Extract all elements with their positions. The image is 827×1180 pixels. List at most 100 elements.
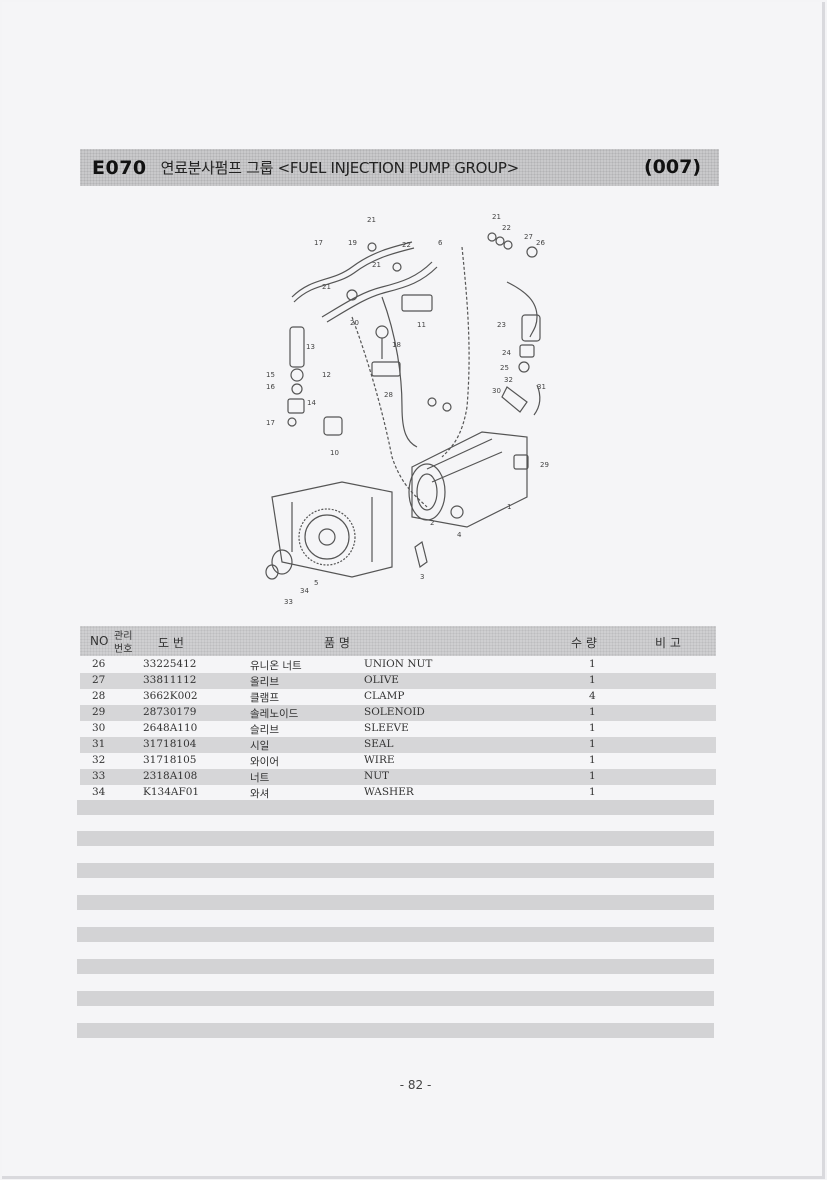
svg-text:29: 29 <box>540 461 549 469</box>
svg-text:11: 11 <box>417 321 426 329</box>
row-no: 32 <box>92 754 106 766</box>
row-korean-name: 올리브 <box>250 676 279 688</box>
svg-text:21: 21 <box>372 261 381 269</box>
row-qty: 1 <box>589 738 596 750</box>
empty-row-stripe <box>77 863 714 878</box>
col-mgmt-line2: 번호 <box>114 644 133 655</box>
table-row: 31 31718104 시일 SEAL 1 <box>80 737 716 753</box>
row-part-no: 33225412 <box>143 658 197 670</box>
empty-row-stripe <box>77 1023 714 1038</box>
row-korean-name: 유니온 너트 <box>250 660 302 672</box>
row-korean-name: 시일 <box>250 740 270 752</box>
row-part-no: 33811112 <box>143 674 197 686</box>
row-english-name: SEAL <box>364 738 394 750</box>
col-drawing-no: 도 번 <box>158 636 184 650</box>
row-part-no: 2318A108 <box>143 770 198 782</box>
row-korean-name: 너트 <box>250 772 270 784</box>
row-part-no: 31718104 <box>143 738 197 750</box>
table-row: 29 28730179 솔레노이드 SOLENOID 1 <box>80 705 716 721</box>
svg-text:32: 32 <box>504 376 513 384</box>
svg-text:15: 15 <box>266 371 275 379</box>
section-code: E070 <box>92 156 147 179</box>
svg-text:4: 4 <box>457 531 462 539</box>
row-english-name: OLIVE <box>364 674 399 686</box>
svg-text:34: 34 <box>300 587 309 595</box>
page-number: - 82 - <box>399 1078 432 1092</box>
empty-row-stripe <box>77 959 714 974</box>
svg-text:27: 27 <box>524 233 533 241</box>
empty-row-stripe <box>77 800 714 815</box>
svg-text:18: 18 <box>392 341 401 349</box>
row-qty: 1 <box>589 658 596 670</box>
svg-text:23: 23 <box>497 321 506 329</box>
row-part-no: K134AF01 <box>143 786 200 798</box>
svg-text:26: 26 <box>536 239 545 247</box>
row-korean-name: 와셔 <box>250 788 270 800</box>
row-korean-name: 클램프 <box>250 692 279 704</box>
row-part-no: 31718105 <box>143 754 197 766</box>
row-part-no: 2648A110 <box>143 722 198 734</box>
svg-text:20: 20 <box>350 319 359 327</box>
row-no: 28 <box>92 690 106 702</box>
col-remarks: 비 고 <box>655 636 681 650</box>
row-qty: 4 <box>589 690 596 702</box>
row-part-no: 28730179 <box>143 706 197 718</box>
svg-text:30: 30 <box>492 387 501 395</box>
empty-row-stripe <box>77 927 714 942</box>
row-no: 34 <box>92 786 106 798</box>
row-no: 29 <box>92 706 106 718</box>
row-english-name: WASHER <box>364 786 414 798</box>
parts-table-header: NO 관리 번호 도 번 품 명 수 량 비 고 <box>80 626 716 656</box>
svg-text:17: 17 <box>266 419 275 427</box>
svg-text:21: 21 <box>322 283 331 291</box>
row-no: 30 <box>92 722 106 734</box>
table-row: 33 2318A108 너트 NUT 1 <box>80 769 716 785</box>
col-mgmt-line1: 관리 <box>114 631 133 642</box>
section-header: E070 연료분사펌프 그룹 <FUEL INJECTION PUMP GROU… <box>80 149 719 186</box>
row-english-name: UNION NUT <box>364 658 433 670</box>
svg-text:1: 1 <box>507 503 511 511</box>
svg-text:3: 3 <box>420 573 424 581</box>
section-number: (007) <box>643 156 701 178</box>
row-no: 33 <box>92 770 106 782</box>
svg-text:19: 19 <box>348 239 357 247</box>
svg-text:25: 25 <box>500 364 509 372</box>
svg-text:6: 6 <box>438 239 443 247</box>
row-english-name: SLEEVE <box>364 722 409 734</box>
svg-text:16: 16 <box>266 383 275 391</box>
svg-text:33: 33 <box>284 598 293 606</box>
row-korean-name: 와이어 <box>250 756 279 768</box>
row-qty: 1 <box>589 674 596 686</box>
empty-row-stripe <box>77 831 714 846</box>
table-row: 30 2648A110 슬리브 SLEEVE 1 <box>80 721 716 737</box>
row-korean-name: 슬리브 <box>250 724 279 736</box>
svg-text:21: 21 <box>367 216 376 224</box>
svg-text:5: 5 <box>314 579 318 587</box>
row-english-name: SOLENOID <box>364 706 425 718</box>
section-title: 연료분사펌프 그룹 <FUEL INJECTION PUMP GROUP> <box>160 159 520 177</box>
table-row: 26 33225412 유니온 너트 UNION NUT 1 <box>80 657 716 673</box>
svg-text:2: 2 <box>430 519 434 527</box>
svg-text:28: 28 <box>384 391 393 399</box>
row-english-name: WIRE <box>364 754 395 766</box>
svg-text:31: 31 <box>537 383 546 391</box>
row-qty: 1 <box>589 786 596 798</box>
table-row: 27 33811112 올리브 OLIVE 1 <box>80 673 716 689</box>
row-korean-name: 솔레노이드 <box>250 708 299 720</box>
svg-text:12: 12 <box>322 371 331 379</box>
table-row: 28 3662K002 클램프 CLAMP 4 <box>80 689 716 705</box>
svg-text:24: 24 <box>502 349 511 357</box>
row-qty: 1 <box>589 770 596 782</box>
fuel-pipe-upper <box>291 241 413 298</box>
row-qty: 1 <box>589 754 596 766</box>
col-qty: 수 량 <box>571 636 597 650</box>
svg-text:10: 10 <box>330 449 339 457</box>
col-item-name: 품 명 <box>324 636 350 650</box>
parts-table-body: 26 33225412 유니온 너트 UNION NUT 1 27 338111… <box>80 657 716 801</box>
row-no: 31 <box>92 738 106 750</box>
svg-text:21: 21 <box>492 213 501 221</box>
empty-row-stripe <box>77 991 714 1006</box>
empty-row-stripe <box>77 895 714 910</box>
